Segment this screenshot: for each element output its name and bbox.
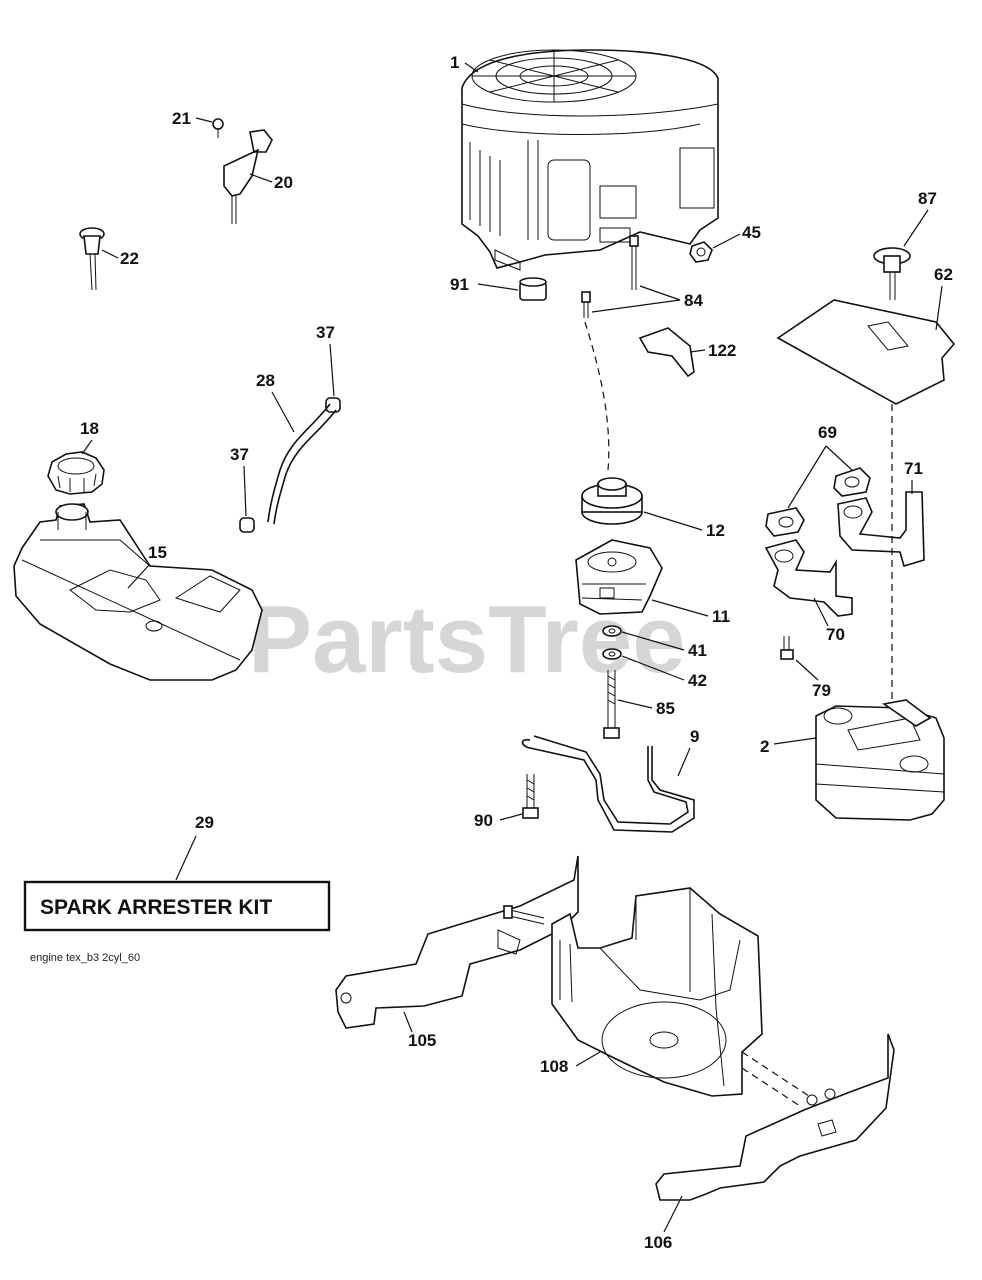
alignment-line-plate: [741, 1051, 813, 1107]
callout-washer-42: 42: [688, 671, 707, 690]
callout-engine: 1: [450, 53, 459, 72]
fuel-cap-part[interactable]: [47, 451, 105, 495]
pulley-part[interactable]: [581, 477, 643, 525]
spark-arrester-kit-box[interactable]: SPARK ARRESTER KIT: [23, 880, 331, 932]
muffler-part[interactable]: [815, 699, 945, 821]
throttle-control-part[interactable]: [223, 129, 273, 224]
gasket-part[interactable]: [765, 467, 871, 537]
alignment-line: [584, 321, 610, 471]
callout-screw-79: 79: [812, 681, 831, 700]
bolt-90-part[interactable]: [522, 774, 539, 819]
watermark-trademark: ™: [716, 615, 732, 632]
callout-bolt-90: 90: [474, 811, 493, 830]
callout-screw-21: 21: [172, 109, 191, 128]
bolt-85-part[interactable]: [603, 670, 620, 739]
callout-gasket-69: 69: [818, 423, 837, 442]
plate-106-part[interactable]: [655, 1033, 895, 1201]
callout-clutch-bracket-122: 122: [708, 341, 736, 360]
bushing-part[interactable]: [519, 277, 547, 301]
bolts-part[interactable]: [581, 235, 639, 318]
engine-mount-part[interactable]: [551, 887, 763, 1097]
callout-hose-clamp-top-37: 37: [316, 323, 335, 342]
callout-exhaust-pipe-71: 71: [904, 459, 923, 478]
callout-plate-106: 106: [644, 1233, 672, 1252]
hose-clamp-top-part[interactable]: [325, 397, 341, 413]
mount-bolt-part[interactable]: [503, 905, 545, 925]
callout-pulley-12: 12: [706, 521, 725, 540]
callout-hose-clamp-bottom-37: 37: [230, 445, 249, 464]
screw-79-part[interactable]: [780, 636, 794, 660]
spark-arrester-kit-label: SPARK ARRESTER KIT: [40, 896, 272, 919]
clutch-part[interactable]: [575, 539, 663, 615]
callout-bolts-84: 84: [684, 291, 703, 310]
callout-throttle-control-20: 20: [274, 173, 293, 192]
callout-heat-shield-62: 62: [934, 265, 953, 284]
callout-plate-105: 105: [408, 1031, 436, 1050]
callout-bushing-91: 91: [450, 275, 469, 294]
callout-spark-arrester-kit-29: 29: [195, 813, 214, 832]
exhaust-pipe-71-part[interactable]: [837, 491, 925, 567]
callout-bolt-85: 85: [656, 699, 675, 718]
hose-clamp-bottom-part[interactable]: [239, 517, 255, 533]
bracket-rod-part[interactable]: [521, 735, 695, 833]
callout-clutch-11: 11: [712, 607, 730, 626]
fuel-filter-cap-part[interactable]: [873, 247, 911, 300]
callout-washer-41: 41: [688, 641, 707, 660]
diagram-code: engine tex_b3 2cyl_60: [30, 952, 140, 964]
callout-fuel-cap-18: 18: [80, 419, 99, 438]
engine-part[interactable]: [461, 49, 719, 271]
callout-muffler-2: 2: [760, 737, 769, 756]
exhaust-pipe-70-part[interactable]: [764, 539, 853, 617]
callout-choke-knob-22: 22: [120, 249, 139, 268]
callout-nut-45: 45: [742, 223, 761, 242]
clutch-bracket-part[interactable]: [638, 327, 695, 378]
plate-105-part[interactable]: [335, 855, 579, 1029]
screw-21-part[interactable]: [212, 118, 224, 138]
heat-shield-part[interactable]: [776, 299, 956, 405]
washer-41-part[interactable]: [602, 625, 622, 637]
fuel-hose-part[interactable]: [267, 403, 337, 525]
fuel-tank-part[interactable]: [13, 503, 263, 681]
callout-fuel-filter-cap-87: 87: [918, 189, 937, 208]
choke-knob-part[interactable]: [79, 227, 105, 291]
nut-part[interactable]: [689, 241, 713, 263]
callout-fuel-tank-15: 15: [148, 543, 167, 562]
washer-42-part[interactable]: [602, 648, 622, 660]
callout-bracket-rod-9: 9: [690, 727, 699, 746]
callout-fuel-hose-28: 28: [256, 371, 275, 390]
callout-exhaust-pipe-70: 70: [826, 625, 845, 644]
callout-engine-mount-108: 108: [540, 1057, 568, 1076]
